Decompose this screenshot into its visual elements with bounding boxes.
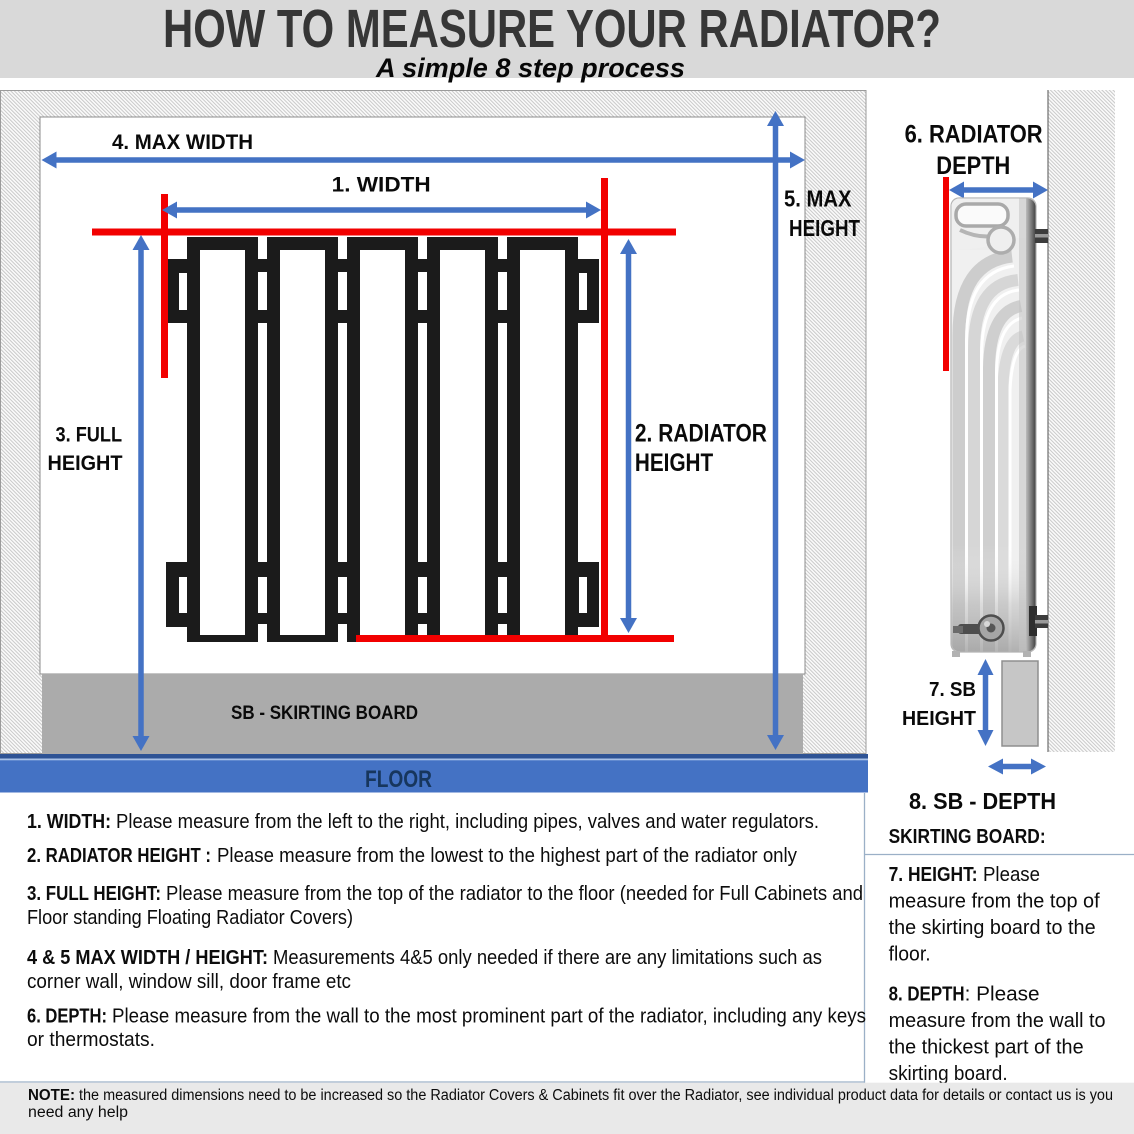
svg-text:7. HEIGHT:: 7. HEIGHT: xyxy=(889,864,978,886)
svg-text:3. FULL HEIGHT:: 3. FULL HEIGHT: xyxy=(27,883,161,905)
svg-text:HEIGHT: HEIGHT xyxy=(789,215,860,241)
svg-text:floor.: floor. xyxy=(889,944,931,966)
svg-text:corner wall, window sill, door: corner wall, window sill, door frame etc xyxy=(27,971,351,993)
svg-text:SB - SKIRTING BOARD: SB - SKIRTING BOARD xyxy=(231,702,418,724)
svg-text:measure from the top of: measure from the top of xyxy=(889,891,1100,913)
svg-text:NOTE:: NOTE: xyxy=(28,1087,75,1104)
svg-text:skirting board.: skirting board. xyxy=(889,1063,1008,1085)
svg-text:3. FULL: 3. FULL xyxy=(56,423,123,446)
svg-text:2. RADIATOR HEIGHT :: 2. RADIATOR HEIGHT : xyxy=(27,845,211,867)
svg-text:HOW TO MEASURE YOUR RADIATOR?: HOW TO MEASURE YOUR RADIATOR? xyxy=(163,0,941,59)
svg-text:Please measure from the top of: Please measure from the top of the radia… xyxy=(166,883,863,905)
svg-text:Please measure from the lowest: Please measure from the lowest to the hi… xyxy=(217,845,797,867)
svg-text:2. RADIATOR: 2. RADIATOR xyxy=(635,419,767,447)
svg-text:1. WIDTH: 1. WIDTH xyxy=(332,174,431,197)
svg-text:the thickest part of the: the thickest part of the xyxy=(889,1037,1084,1059)
svg-text:HEIGHT: HEIGHT xyxy=(48,452,123,475)
svg-text:the skirting board to the: the skirting board to the xyxy=(889,917,1096,939)
svg-text:A simple 8 step process: A simple 8 step process xyxy=(375,53,685,83)
svg-text:6. RADIATOR: 6. RADIATOR xyxy=(905,121,1043,149)
svg-text:Please: Please xyxy=(983,864,1040,886)
svg-text:HEIGHT: HEIGHT xyxy=(902,707,976,730)
svg-text:1. WIDTH:: 1. WIDTH: xyxy=(27,811,111,833)
svg-text:8. DEPTH: 8. DEPTH xyxy=(889,983,965,1005)
svg-text:or thermostats.: or thermostats. xyxy=(27,1029,155,1051)
svg-text:SKIRTING BOARD:: SKIRTING BOARD: xyxy=(889,826,1046,848)
svg-text:5. MAX: 5. MAX xyxy=(784,186,852,212)
svg-text:8. SB - DEPTH: 8. SB - DEPTH xyxy=(909,788,1056,814)
svg-text:the measured dimensions need t: the measured dimensions need to be incre… xyxy=(79,1087,1113,1104)
svg-text:measure from the wall to: measure from the wall to xyxy=(889,1010,1106,1032)
svg-text:4. MAX WIDTH: 4. MAX WIDTH xyxy=(112,131,253,154)
svg-text:need any help: need any help xyxy=(28,1104,128,1121)
svg-text:: Please: : Please xyxy=(965,983,1040,1005)
svg-text:Please measure from the left t: Please measure from the left to the righ… xyxy=(116,811,819,833)
svg-text:Please measure from the wall t: Please measure from the wall to the most… xyxy=(112,1006,866,1028)
svg-text:HEIGHT: HEIGHT xyxy=(635,449,713,477)
svg-text:4 & 5 MAX WIDTH / HEIGHT:: 4 & 5 MAX WIDTH / HEIGHT: xyxy=(27,947,268,969)
svg-text:FLOOR: FLOOR xyxy=(365,766,432,793)
svg-text:DEPTH: DEPTH xyxy=(936,152,1010,180)
svg-text:Measurements 4&5 only needed i: Measurements 4&5 only needed if there ar… xyxy=(273,947,822,969)
svg-text:7. SB: 7. SB xyxy=(929,678,976,701)
svg-text:Floor standing Floating Radiat: Floor standing Floating Radiator Covers) xyxy=(27,907,353,929)
svg-text:6. DEPTH:: 6. DEPTH: xyxy=(27,1006,107,1028)
